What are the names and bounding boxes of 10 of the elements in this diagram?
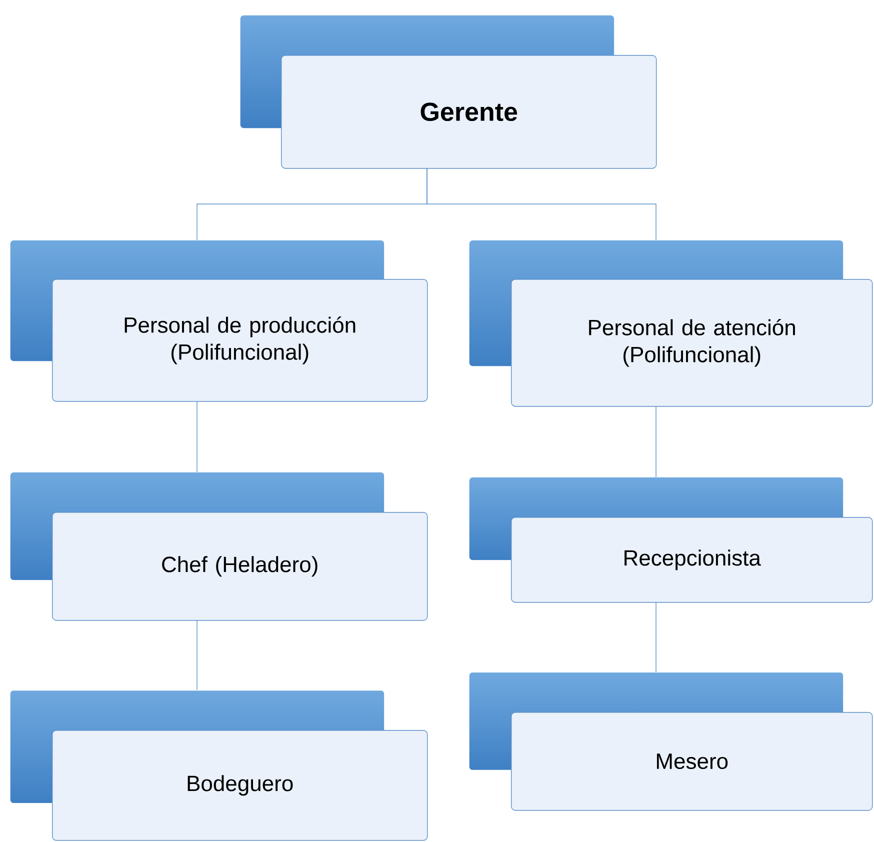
org-chart-box: Personal de atención (Polifuncional)	[511, 279, 873, 407]
org-chart-box: Chef (Heladero)	[52, 512, 428, 621]
connector-line	[426, 168, 656, 240]
connector-line	[196, 620, 198, 690]
org-chart-box: Bodeguero	[52, 730, 428, 841]
org-chart-box: Gerente	[281, 55, 657, 169]
org-chart-box: Personal de producción (Polifuncional)	[52, 279, 428, 402]
connector-line	[196, 400, 198, 472]
org-chart-box: Mesero	[511, 712, 873, 811]
org-chart-box: Recepcionista	[511, 517, 873, 603]
